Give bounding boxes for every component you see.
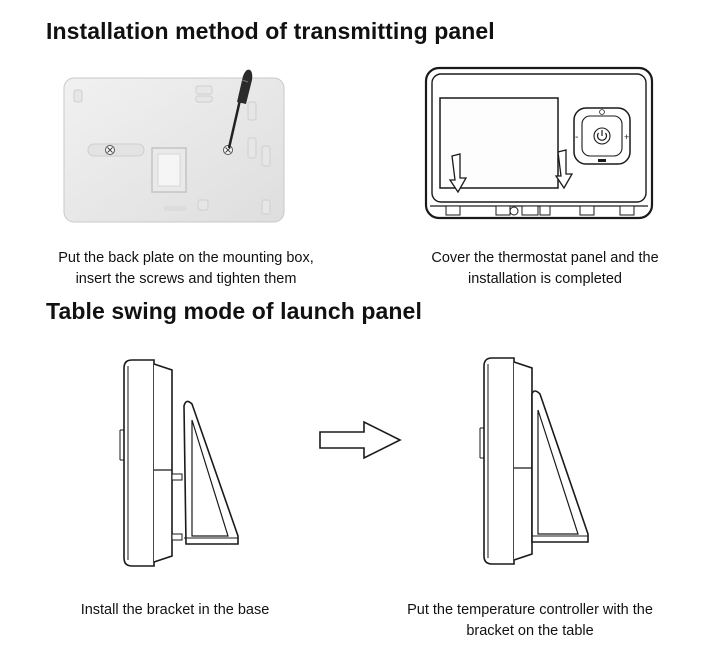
- caption-cover-panel: Cover the thermostat panel and the insta…: [402, 248, 688, 290]
- device-bracket-attached-illustration: [479, 357, 589, 565]
- caption-back-plate: Put the back plate on the mounting box, …: [36, 248, 336, 290]
- section-heading-installation: Installation method of transmitting pane…: [46, 18, 495, 44]
- caption-line: insert the screws and tighten them: [75, 271, 297, 287]
- minus-button-label: -: [575, 132, 578, 143]
- section-heading-table-swing: Table swing mode of launch panel: [46, 298, 422, 324]
- plus-button-label: +: [624, 132, 629, 142]
- caption-line: installation is completed: [468, 271, 622, 287]
- caption-line: Put the back plate on the mounting box,: [58, 250, 314, 266]
- back-plate-illustration: [63, 69, 285, 223]
- arrow-right-icon: [319, 420, 402, 460]
- screwdriver-icon: [227, 69, 253, 149]
- caption-line: Put the temperature controller with the: [407, 602, 653, 618]
- caption-place-on-table: Put the temperature controller with the …: [380, 600, 680, 642]
- clock-icon: [599, 109, 605, 115]
- caption-install-bracket: Install the bracket in the base: [80, 602, 270, 618]
- device-bracket-separate-illustration: [119, 359, 239, 567]
- thermostat-panel-illustration: - +: [424, 66, 654, 220]
- power-icon: [596, 130, 608, 141]
- caption-line: bracket on the table: [466, 623, 594, 639]
- caption-line: Cover the thermostat panel and the: [431, 250, 659, 266]
